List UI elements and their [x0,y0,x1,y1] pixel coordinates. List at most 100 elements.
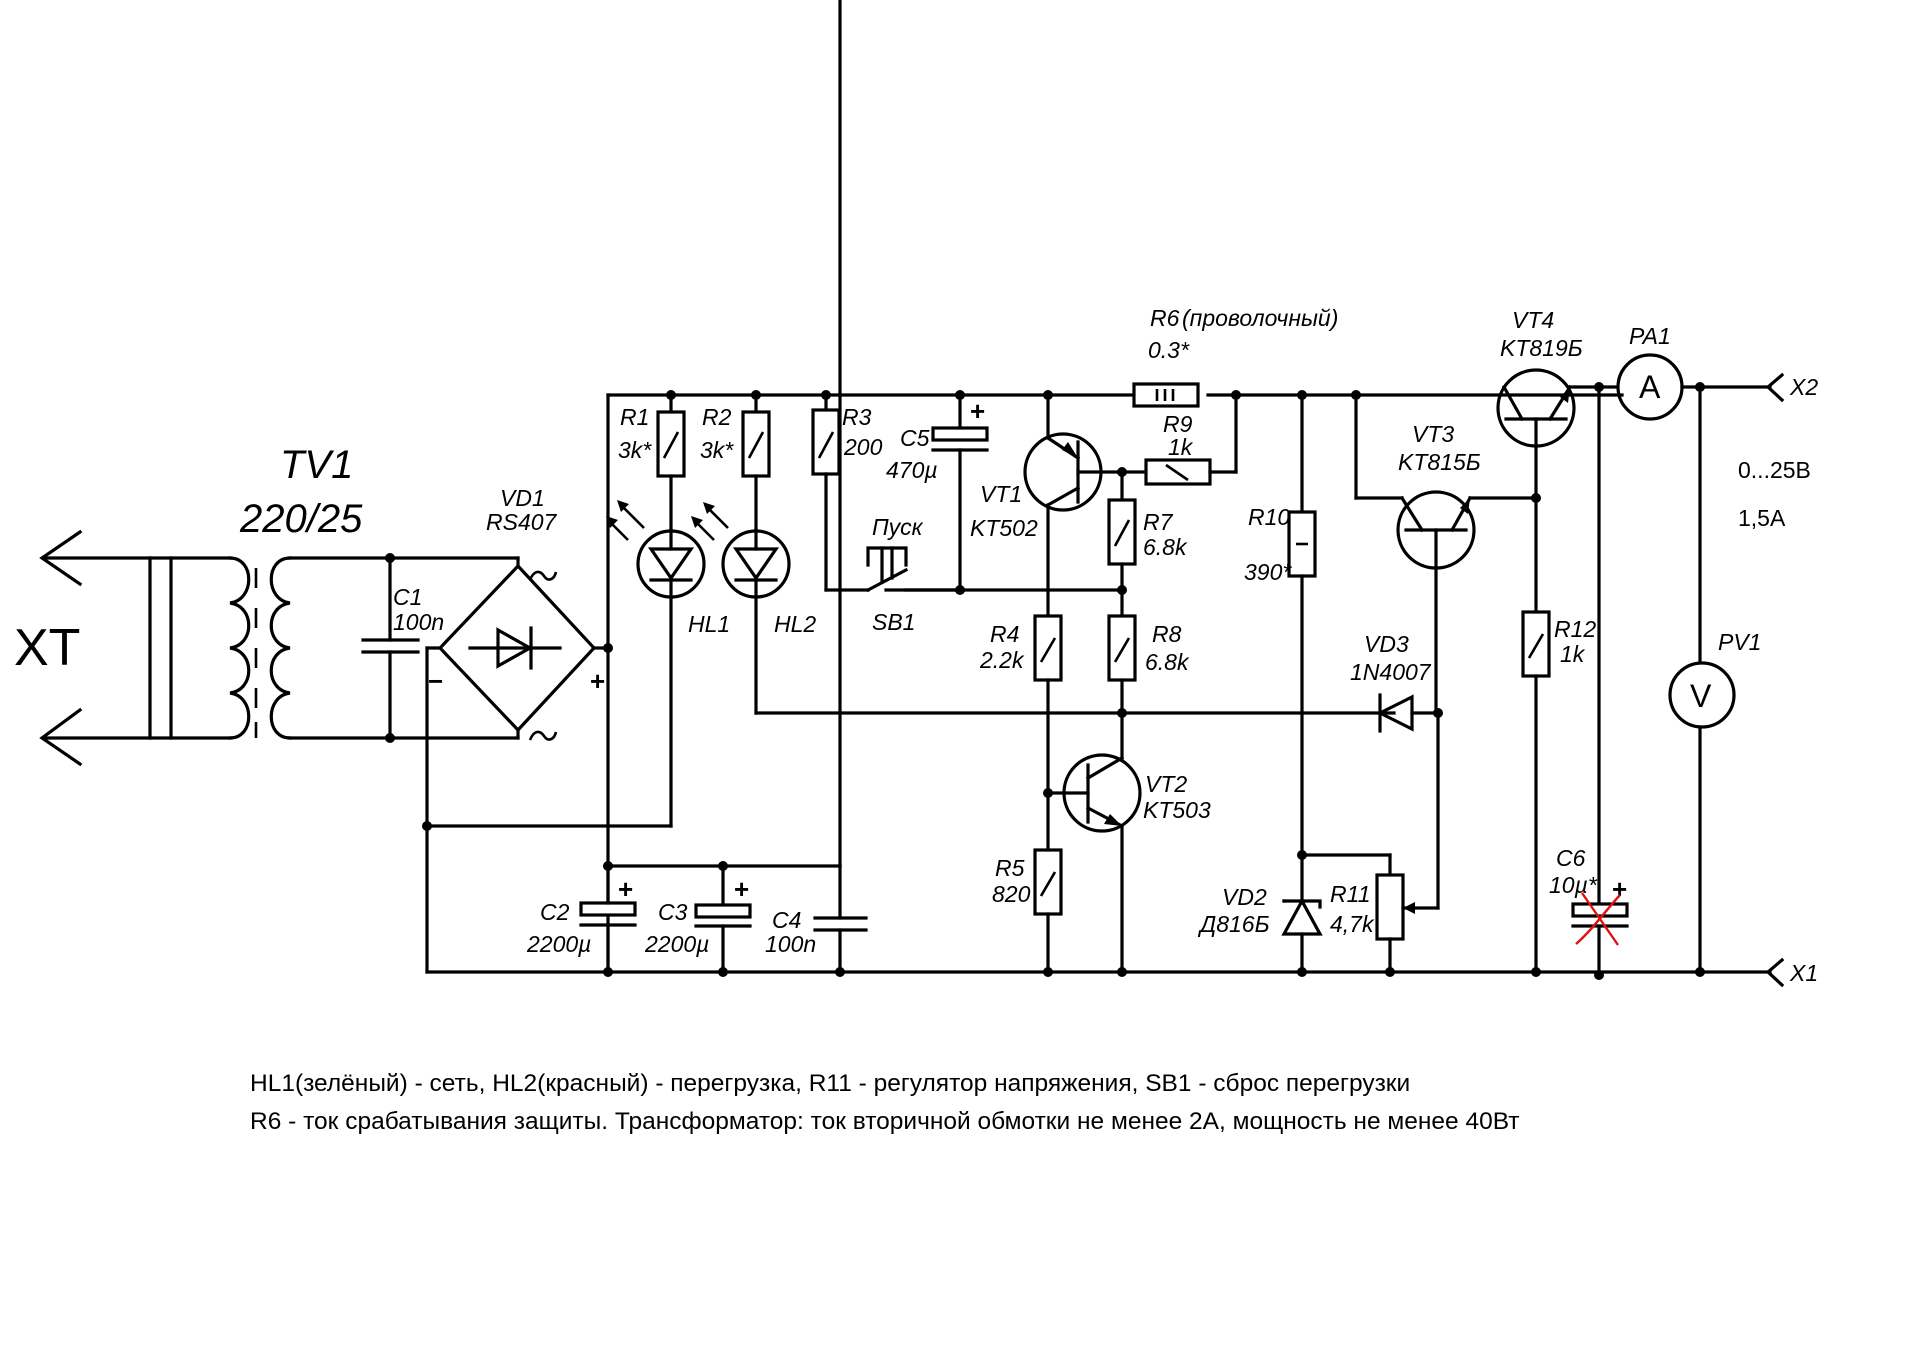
r2-value: 3k* [700,437,734,463]
r3-ref: R3 [842,404,872,430]
capacitor-c1: C1 100n [361,556,444,740]
r9-value: 1k [1168,434,1194,460]
c3-value: 2200µ [644,931,709,957]
capacitor-c5: + C5 470µ [886,393,989,592]
capacitor-c2: + C2 2200µ [526,874,637,957]
c1-value: 100n [393,609,444,635]
c6-ref: C6 [1556,845,1586,871]
bridge-minus: − [428,666,443,696]
vt4-value: KT819Б [1500,335,1583,361]
ac-symbol-bottom [528,730,558,741]
output-current: 1,5А [1738,505,1786,531]
vd1-ref: VD1 [500,485,545,511]
hl1-ref: HL1 [688,611,730,637]
voltmeter-pv1: V PV1 [1668,629,1761,729]
vd2-ref: VD2 [1222,884,1267,910]
x2-label: X2 [1789,374,1818,400]
vt3-ref: VT3 [1412,421,1454,447]
resistor-r10: R10 390* [1244,393,1317,857]
r12-value: 1k [1560,641,1586,667]
r8-ref: R8 [1152,621,1182,647]
note-line-2: R6 - ток срабатывания защиты. Трансформа… [250,1108,1520,1135]
c5-value: 470µ [886,457,938,483]
diode-bridge-vd1: − + VD1 RS407 [428,485,605,741]
c5-ref: C5 [900,425,930,451]
vt4-ref: VT4 [1512,307,1554,333]
resistor-r2: R2 3k* [700,393,771,532]
capacitor-c4: C4 100n [765,907,868,974]
resistor-r8: R8 6.8k [1107,588,1190,715]
xt-connector: XT [14,529,232,767]
r8-value: 6.8k [1145,649,1190,675]
r5-value: 820 [992,881,1031,907]
ammeter-symbol: A [1639,369,1661,405]
voltmeter-symbol: V [1690,678,1712,714]
vd2-value: Д816Б [1197,911,1270,937]
r6-value: 0.3* [1148,337,1190,363]
vt1-ref: VT1 [980,481,1022,507]
vd3-value: 1N4007 [1350,659,1432,685]
vt2-ref: VT2 [1145,771,1187,797]
r7-ref: R7 [1143,509,1174,535]
capacitor-c6: + C6 10µ* [1549,385,1629,974]
transistor-vt4: VT4 KT819Б [1496,307,1583,500]
resistor-r3: R3 200 [811,393,883,592]
c6-plus: + [1612,874,1627,904]
r6-ref: R6 [1150,305,1180,331]
resistor-r7: R7 6.8k [1107,470,1188,592]
bridge-plus: + [590,666,605,696]
r6-note: (проволочный) [1182,305,1338,331]
vd3-ref: VD3 [1364,631,1409,657]
transistor-vt1: VT1 KT502 [970,393,1124,627]
vt1-value: KT502 [970,515,1038,541]
r2-ref: R2 [702,404,732,430]
tv1-ref: TV1 [280,443,353,487]
tv1-value: 220/25 [239,497,363,541]
resistor-r12: R12 1k [1521,496,1596,974]
x1-label: X1 [1789,960,1818,986]
resistor-r5: R5 820 [992,791,1063,974]
r4-value: 2.2k [979,647,1025,673]
note-line-1: HL1(зелёный) - сеть, HL2(красный) - пере… [250,1070,1411,1097]
pa1-ref: PA1 [1629,323,1671,349]
transistor-vt2: VT2 KT503 [1046,711,1211,974]
r10-value: 390* [1244,559,1292,585]
potentiometer-r11[interactable]: R11 4,7k [1300,853,1440,974]
sb1-label: Пуск [872,514,924,540]
xt-label: XT [14,619,80,677]
r1-ref: R1 [620,404,649,430]
push-button-sb1[interactable]: Пуск SB1 [824,514,962,635]
c1-ref: C1 [393,584,422,610]
c6-value: 10µ* [1549,872,1598,898]
c2-value: 2200µ [526,931,591,957]
output-voltage-range: 0...25В [1738,457,1811,483]
c5-plus: + [970,396,985,426]
led-hl1: HL1 [606,500,730,637]
r12-ref: R12 [1554,616,1596,642]
transistor-vt3: VT3 KT815Б [1354,393,1538,715]
zener-diode-vd2: VD2 Д816Б [1197,853,1323,974]
r11-value: 4,7k [1330,911,1375,937]
vt3-value: KT815Б [1398,449,1481,475]
diode-vd3: VD3 1N4007 [1350,631,1440,733]
resistor-r9: R9 1k [1120,393,1238,486]
c3-plus: + [734,874,749,904]
resistor-r6: R6 (проволочный) 0.3* [1132,305,1338,408]
transformer-tv1: TV1 220/25 [228,443,363,740]
vd1-value: RS407 [486,509,558,535]
r10-ref: R10 [1248,504,1290,530]
c4-value: 100n [765,931,816,957]
r9-ref: R9 [1163,411,1193,437]
r3-value: 200 [843,434,883,460]
resistor-r4: R4 2.2k [979,614,1063,795]
ac-symbol-top [528,570,558,581]
c2-plus: + [618,874,633,904]
r7-value: 6.8k [1143,534,1188,560]
resistor-r1: R1 3k* [618,393,686,532]
r4-ref: R4 [990,621,1019,647]
vt2-value: KT503 [1143,797,1211,823]
c4-ref: C4 [772,907,801,933]
r11-ref: R11 [1330,881,1371,907]
c2-ref: C2 [540,899,570,925]
